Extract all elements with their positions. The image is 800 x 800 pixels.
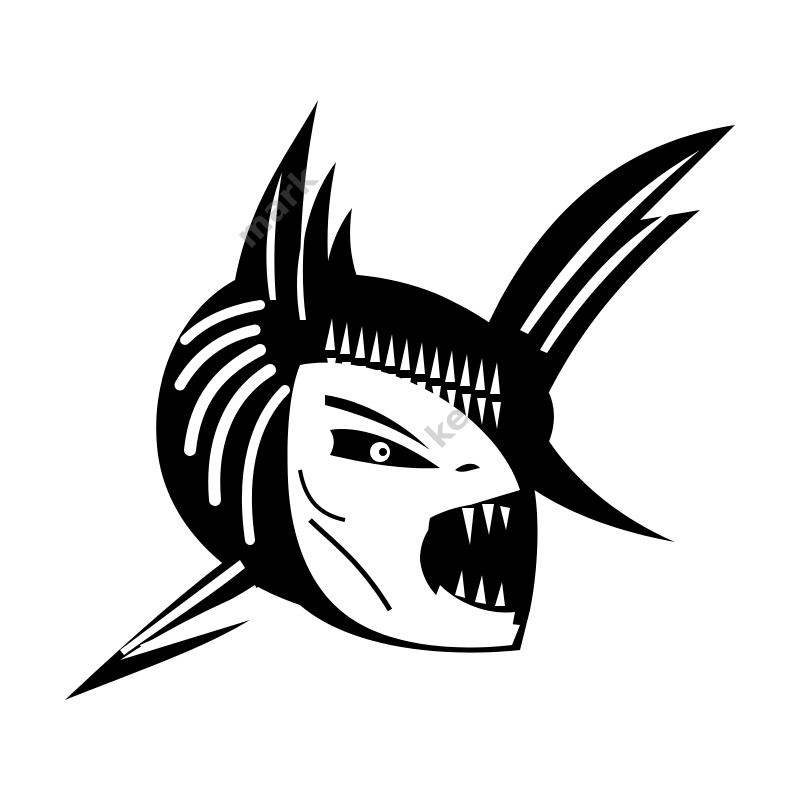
rib-upper [415, 342, 425, 374]
brow-line [325, 395, 430, 450]
fin-lower-right [520, 380, 675, 542]
rib-lower [492, 402, 501, 429]
fin-rays [120, 150, 700, 655]
cheek-line [298, 469, 346, 522]
dorsal-spike-third [325, 208, 360, 290]
rib-upper [340, 322, 350, 354]
pupil [379, 448, 387, 456]
rib-upper [490, 362, 500, 394]
rib-upper [370, 330, 380, 362]
rib-upper [460, 354, 470, 386]
rib-upper [325, 318, 335, 350]
gill-stripes [174, 300, 290, 545]
mouth [428, 504, 523, 617]
tongue [435, 585, 515, 629]
rib-upper [445, 350, 455, 382]
rib-upper [430, 346, 440, 378]
rib-lower [462, 394, 471, 421]
rib-upper [475, 358, 485, 390]
nostril [455, 463, 480, 472]
rib-upper [385, 334, 395, 366]
jaw-line [308, 518, 393, 612]
teeth [455, 504, 510, 606]
rib-upper [355, 326, 365, 358]
dorsal-spike-second [300, 162, 336, 290]
rib-lower [447, 390, 456, 417]
rib-lower [477, 398, 486, 425]
rib-upper [400, 338, 410, 370]
